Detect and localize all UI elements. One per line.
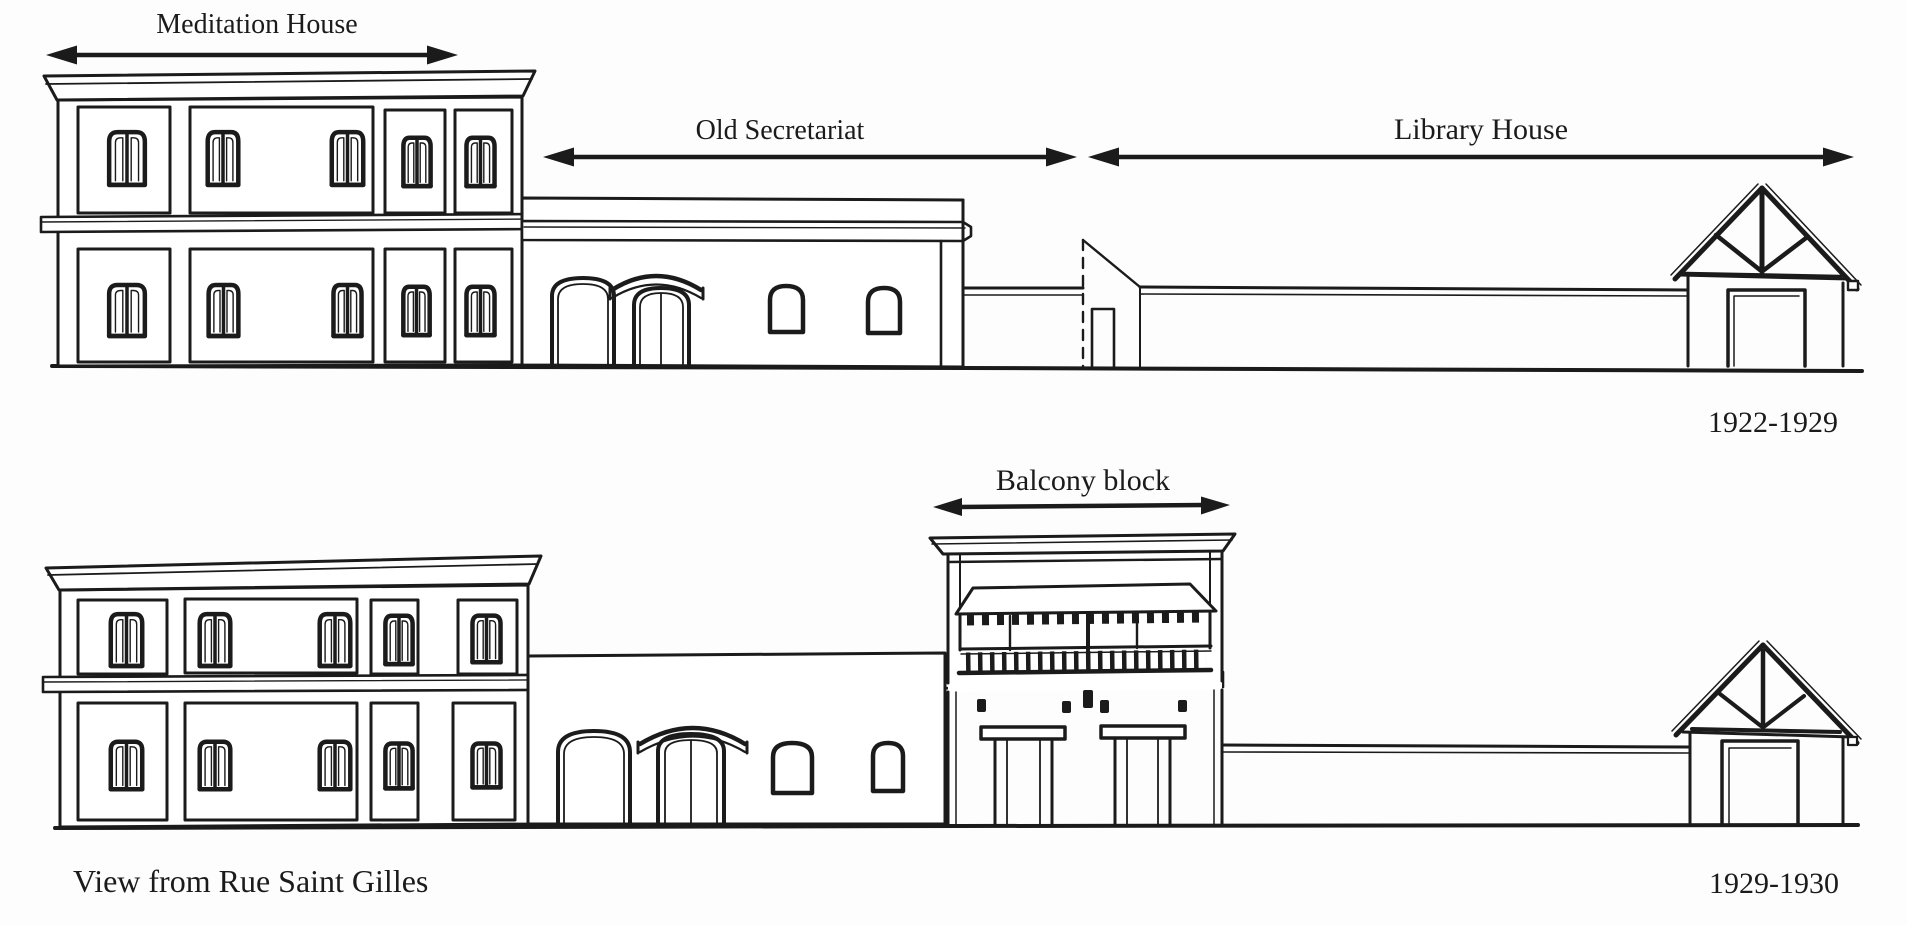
gatehouse-drawing-bottom — [1671, 640, 1862, 825]
main-doorway-with-hood — [608, 273, 705, 368]
arched-window — [767, 283, 806, 335]
casement-window — [200, 742, 231, 789]
casement-window — [320, 742, 351, 789]
dimension-arrow-library-house — [1088, 147, 1854, 167]
entrance-arch-door — [556, 729, 632, 826]
arrowhead-left-icon — [1088, 147, 1119, 167]
arrowhead-right-icon — [1823, 147, 1854, 167]
double-door-left — [979, 725, 1067, 826]
balcony-block-label: Balcony block — [996, 464, 1170, 497]
arrowhead-left-icon — [46, 45, 77, 65]
gable-truss — [1671, 640, 1862, 747]
library-house-label: Library House — [1394, 113, 1568, 146]
casement-window — [470, 741, 503, 790]
casement-window — [208, 132, 239, 185]
old-secretariat-drawing-bottom — [526, 651, 947, 826]
gallery-posts — [958, 611, 1212, 652]
dimension-arrow-balcony-block — [933, 496, 1230, 516]
arrowhead-left-icon — [543, 147, 574, 167]
balcony-awning-roof — [954, 582, 1218, 616]
floor-band — [39, 212, 541, 234]
double-door-right — [1099, 724, 1187, 826]
upper-floor-panels — [76, 105, 514, 215]
upper-floor-panels — [76, 597, 519, 676]
period-label-1922-1929: 1922-1929 — [1708, 406, 1838, 439]
casement-window — [403, 287, 429, 335]
casement-window — [472, 616, 500, 663]
right-pilaster — [939, 198, 965, 369]
library-wall-drawing-bottom — [1220, 743, 1692, 754]
casement-window — [332, 132, 363, 185]
casement-window — [383, 741, 415, 791]
elevation-1929-1930 — [41, 496, 1862, 830]
elevation-1922-1929 — [39, 45, 1864, 373]
period-label-1929-1930: 1929-1930 — [1709, 867, 1839, 900]
balcony-block-drawing — [928, 532, 1237, 827]
casement-window — [111, 742, 142, 789]
lean-to-roof-line — [1081, 238, 1142, 289]
casement-window — [403, 138, 430, 186]
lower-floor-panels — [76, 247, 514, 364]
casement-window — [385, 616, 412, 664]
arched-window — [770, 740, 815, 796]
lower-floor-panels — [76, 701, 517, 822]
casement-window — [109, 132, 145, 185]
cornice — [44, 554, 543, 592]
small-wall-door — [1090, 307, 1116, 370]
balustrade — [956, 644, 1214, 676]
casement-window — [466, 287, 494, 335]
awning-valance — [966, 611, 1206, 626]
cornice — [42, 69, 537, 102]
arrowhead-right-icon — [1046, 147, 1077, 167]
casement-window — [111, 614, 142, 666]
old-secretariat-drawing — [520, 196, 973, 369]
old-secretariat-label: Old Secretariat — [696, 115, 865, 146]
corner-posts — [946, 549, 1224, 685]
casement-window — [209, 285, 239, 336]
lower-storey-walls — [946, 688, 1224, 827]
dimension-arrow-meditation-house — [46, 45, 458, 65]
gatehouse-drawing — [1670, 183, 1862, 368]
arched-window — [865, 285, 903, 336]
center-pendant — [1083, 690, 1093, 708]
casement-window — [466, 138, 494, 186]
ground-line-bottom — [53, 823, 1860, 830]
library-wall-drawing — [961, 238, 1690, 370]
casement-window — [200, 614, 231, 666]
view-caption: View from Rue Saint Gilles — [73, 863, 428, 899]
gate-door — [1726, 288, 1807, 368]
floor-brackets — [977, 690, 1187, 713]
main-doorway-with-hood — [636, 725, 749, 826]
arrowhead-right-icon — [427, 45, 458, 65]
top-cornice — [928, 532, 1237, 556]
gable-truss — [1670, 183, 1862, 292]
arrowhead-left-icon — [933, 498, 962, 516]
meditation-house-label: Meditation House — [156, 9, 357, 40]
arrowhead-right-icon — [1201, 496, 1230, 515]
casement-window — [333, 285, 361, 336]
arched-window — [870, 740, 906, 794]
parapet-band — [520, 219, 973, 243]
dimension-arrow-old-secretariat — [543, 147, 1077, 167]
casement-window — [320, 614, 351, 666]
casement-window — [109, 285, 145, 336]
gate-door — [1720, 739, 1800, 825]
meditation-house-drawing — [39, 69, 541, 368]
